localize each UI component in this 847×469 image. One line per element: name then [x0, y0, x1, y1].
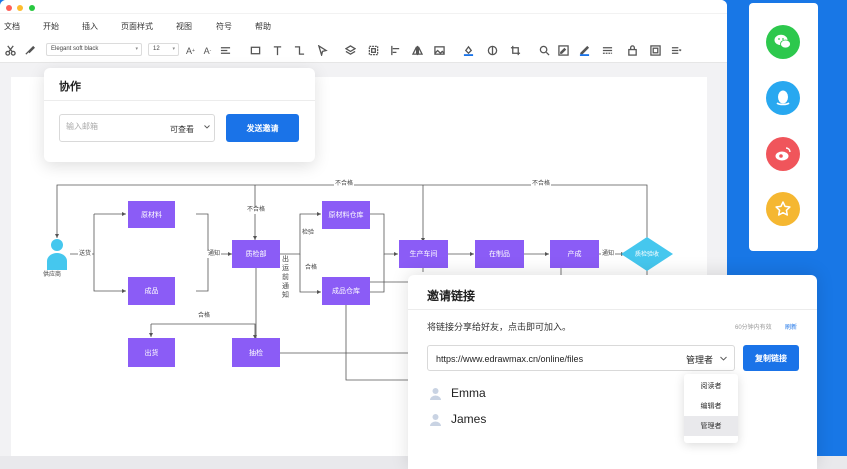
- menu-page-style[interactable]: 页面样式: [121, 22, 153, 31]
- text-icon[interactable]: [271, 44, 284, 57]
- node-raw-warehouse[interactable]: 原材料仓库: [322, 201, 370, 229]
- edge-label-unqualified: 不合格: [531, 181, 552, 188]
- edge-label-send: 送货: [78, 251, 93, 258]
- crop-icon[interactable]: [509, 44, 522, 57]
- more-icon[interactable]: [670, 44, 683, 57]
- check-diamond[interactable]: [621, 237, 673, 271]
- supplier-label: 供应商: [43, 272, 62, 278]
- chevron-down-icon[interactable]: [204, 124, 210, 130]
- node-product[interactable]: 产成: [550, 240, 599, 268]
- node-check-label: 质检验收: [634, 251, 659, 258]
- qq-icon[interactable]: [766, 81, 800, 115]
- minimize-window-button[interactable]: [17, 5, 23, 11]
- align-left-icon[interactable]: [389, 44, 402, 57]
- member-name: James: [451, 412, 487, 426]
- email-field[interactable]: 可查看: [59, 114, 215, 142]
- star-icon[interactable]: [766, 192, 800, 226]
- edit-icon[interactable]: [557, 44, 570, 57]
- align-icon[interactable]: [219, 44, 232, 57]
- image-icon[interactable]: [433, 44, 446, 57]
- weibo-icon[interactable]: [766, 137, 800, 171]
- font-grow-icon[interactable]: A+: [186, 45, 195, 56]
- collaboration-popup: 协作 可查看 发送邀请: [44, 68, 315, 162]
- node-inspection[interactable]: 抽检: [232, 338, 280, 367]
- menu-view[interactable]: 视图: [176, 22, 192, 31]
- node-qc[interactable]: 质检部: [232, 240, 280, 268]
- search-icon[interactable]: [538, 44, 551, 57]
- title-bar: [0, 0, 727, 14]
- menu-bar: 文档 开始 插入 页面样式 视图 符号 帮助: [0, 14, 727, 37]
- font-size-select[interactable]: 12 ▾: [148, 43, 179, 56]
- chevron-down-icon: ▾: [172, 46, 175, 52]
- font-family-select[interactable]: Elegant soft black ▾: [46, 43, 142, 56]
- menu-help[interactable]: 帮助: [255, 22, 271, 31]
- font-size-value: 12: [153, 46, 160, 52]
- node-shipping[interactable]: 出货: [128, 338, 175, 367]
- edge-label-qualified: 合格: [197, 313, 212, 320]
- menu-document[interactable]: 文档: [4, 22, 20, 31]
- menu-symbol[interactable]: 符号: [216, 22, 232, 31]
- divider: [408, 309, 817, 310]
- node-finished[interactable]: 成品: [128, 277, 175, 305]
- avatar: [430, 388, 441, 400]
- role-option-editor[interactable]: 编辑者: [700, 403, 722, 410]
- group-icon[interactable]: [367, 44, 380, 57]
- connector-icon[interactable]: [293, 44, 306, 57]
- line-style-icon[interactable]: [601, 44, 614, 57]
- email-input[interactable]: [66, 122, 156, 131]
- collab-title: 协作: [59, 81, 81, 93]
- avatar: [430, 414, 441, 426]
- member-name: Emma: [451, 386, 486, 400]
- node-finished-warehouse[interactable]: 成品仓库: [322, 277, 370, 305]
- invite-title: 邀请链接: [427, 289, 476, 303]
- toolbar: Elegant soft black ▾ 12 ▾ A+ A-: [0, 37, 727, 63]
- shape-style-icon[interactable]: [486, 44, 499, 57]
- role-dropdown: 阅读者 编辑者 管理者: [684, 374, 738, 443]
- lock-icon[interactable]: [626, 44, 639, 57]
- edge-label-unqualified: 不合格: [334, 181, 355, 188]
- invite-link-panel: 邀请链接 将链接分享给好友，点击即可加入。 60分钟内有效 刷新 https:/…: [408, 275, 817, 469]
- edge-label-ship-notify: 出运前通知: [281, 255, 290, 300]
- frame-icon[interactable]: [649, 44, 662, 57]
- edge-label-inspect: 检验: [301, 230, 316, 237]
- flip-icon[interactable]: [411, 44, 424, 57]
- close-window-button[interactable]: [6, 5, 12, 11]
- edge-label-notify: 通知: [207, 251, 222, 258]
- scissors-icon[interactable]: [4, 44, 17, 57]
- copy-link-button[interactable]: 复制链接: [743, 345, 799, 371]
- link-expiry-text: 60分钟内有效: [735, 325, 772, 331]
- supplier-icon[interactable]: [47, 239, 67, 270]
- font-family-value: Elegant soft black: [51, 46, 99, 52]
- chevron-down-icon[interactable]: [720, 355, 727, 362]
- wechat-icon[interactable]: [766, 25, 800, 59]
- chevron-down-icon: ▾: [135, 46, 138, 52]
- fill-icon[interactable]: [462, 44, 475, 57]
- share-panel: [749, 3, 818, 251]
- send-invite-button[interactable]: 发送邀请: [226, 114, 299, 142]
- rectangle-icon[interactable]: [249, 44, 262, 57]
- role-option-reader[interactable]: 阅读者: [700, 383, 722, 390]
- share-link-field[interactable]: https://www.edrawmax.cn/online/files 管理者: [427, 345, 735, 371]
- invite-description: 将链接分享给好友，点击即可加入。: [427, 322, 572, 332]
- line-color-icon[interactable]: [578, 44, 591, 57]
- edge-label-notify: 通知: [601, 251, 616, 258]
- edge-label-unqualified: 不合格: [246, 207, 267, 214]
- node-wip[interactable]: 在制品: [475, 240, 524, 268]
- link-role-select[interactable]: 管理者: [686, 355, 714, 365]
- node-production[interactable]: 生产车间: [399, 240, 448, 268]
- divider: [44, 100, 315, 101]
- share-link-url[interactable]: https://www.edrawmax.cn/online/files: [436, 354, 584, 364]
- permission-select[interactable]: 可查看: [170, 125, 194, 134]
- role-option-manager[interactable]: 管理者: [684, 416, 738, 436]
- menu-start[interactable]: 开始: [43, 22, 59, 31]
- maximize-window-button[interactable]: [29, 5, 35, 11]
- font-shrink-icon[interactable]: A-: [203, 45, 212, 56]
- layers-icon[interactable]: [344, 44, 357, 57]
- pointer-icon[interactable]: [316, 44, 329, 57]
- edge-label-qualified: 合格: [304, 265, 319, 272]
- brush-icon[interactable]: [23, 44, 36, 57]
- refresh-link-button[interactable]: 刷新: [785, 325, 798, 331]
- menu-insert[interactable]: 插入: [82, 22, 98, 31]
- node-raw-material[interactable]: 原材料: [128, 201, 175, 228]
